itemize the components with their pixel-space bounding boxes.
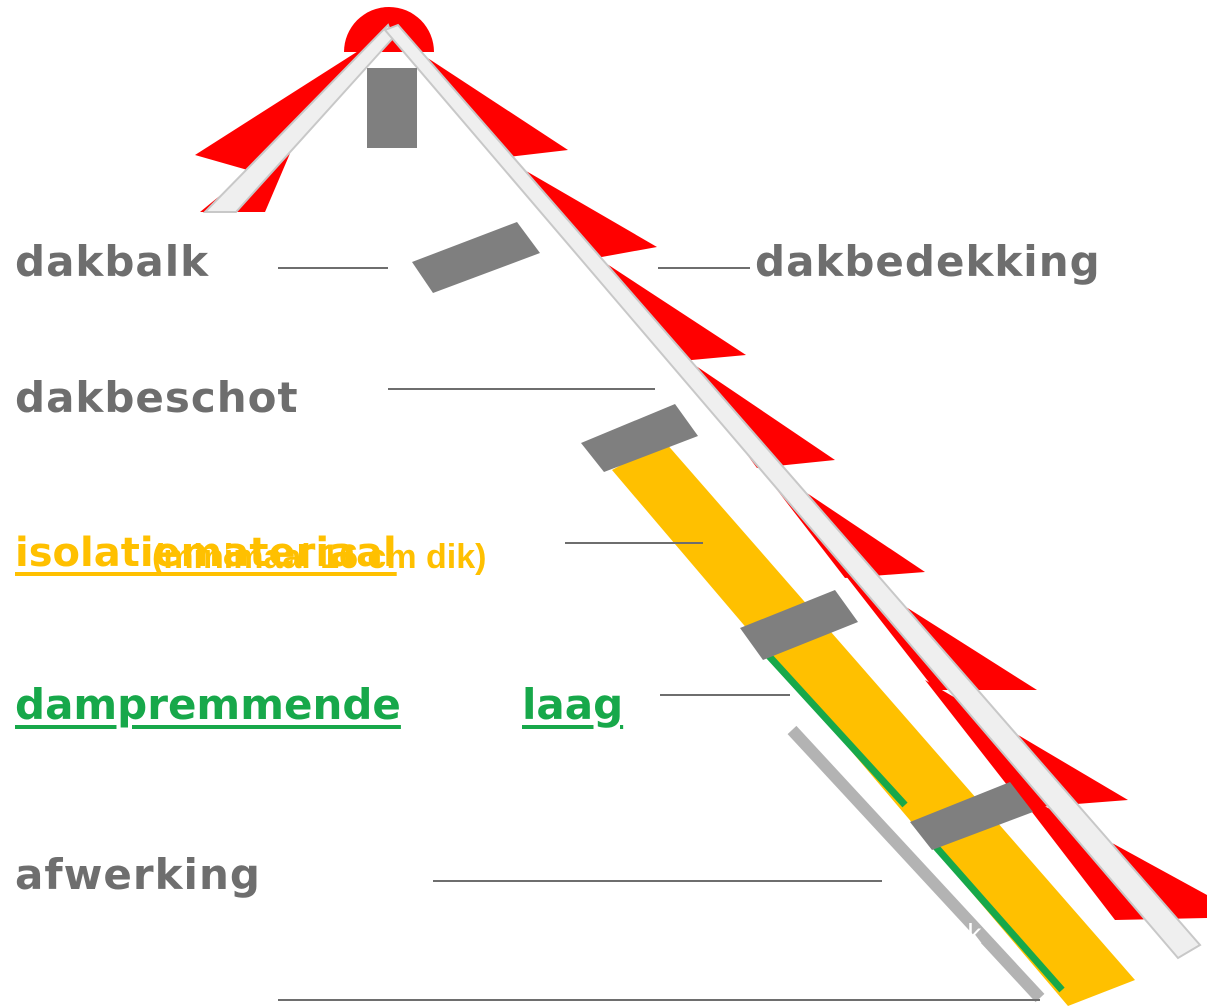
watermark-text: rk <box>958 918 982 949</box>
finishing-layer <box>787 725 1045 1003</box>
vapour-barrier-segment-2 <box>925 835 1065 993</box>
label-isolatiemateriaal: isolatiemateriaal <box>15 530 397 576</box>
label-laag: laag <box>522 680 624 729</box>
rafters <box>367 68 1033 850</box>
leader-lines <box>278 267 1040 1001</box>
label-afwerking: afwerking <box>15 850 261 899</box>
label-minimum-thickness: (minimaal 16 cm dik) <box>152 538 487 576</box>
roof-board-right <box>383 23 1202 960</box>
insulation-layer <box>612 442 1135 1006</box>
label-dakbeschot: dakbeschot <box>15 373 299 422</box>
label-dampremmende: dampremmende <box>15 680 401 729</box>
label-dakbedekking: dakbedekking <box>755 237 1101 286</box>
roof-board-left <box>202 23 395 213</box>
label-dakbalk: dakbalk <box>15 237 210 286</box>
vapour-barrier-segment-1 <box>765 652 908 808</box>
roof-tile-left-1 <box>195 32 388 175</box>
